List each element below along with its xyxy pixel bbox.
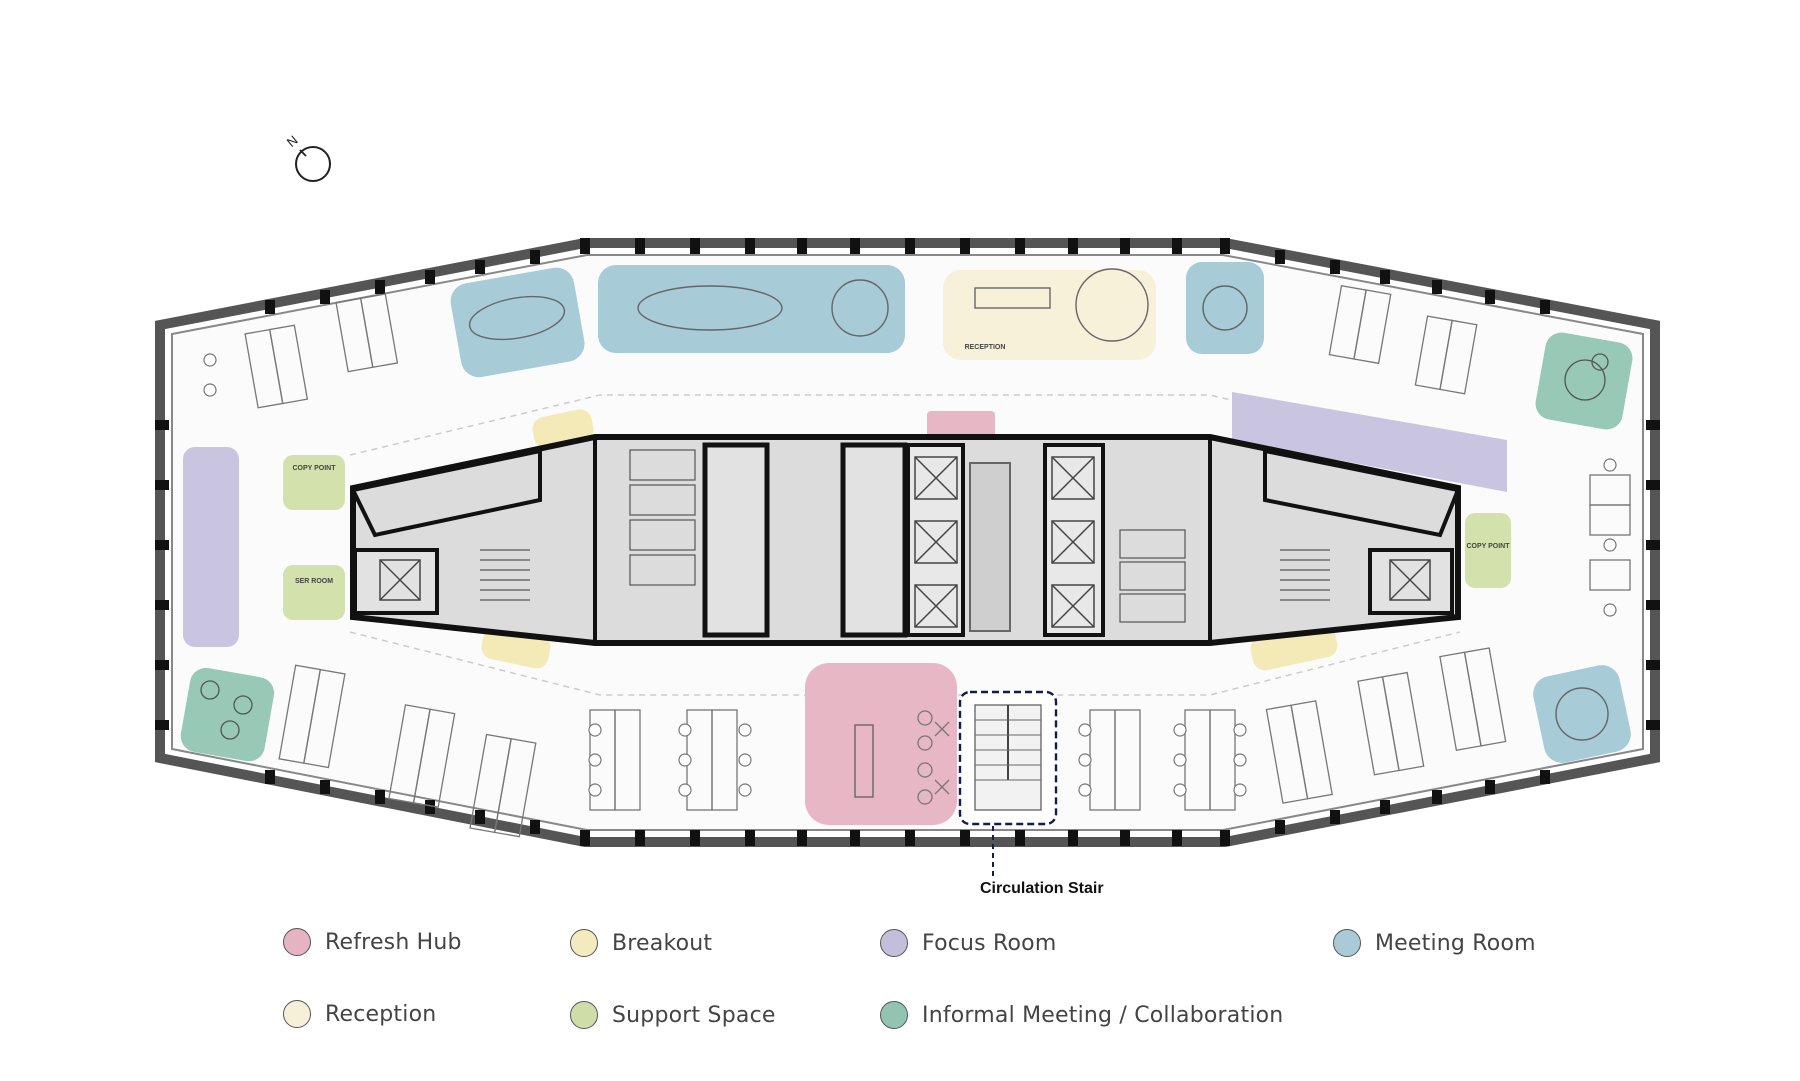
meeting-room-north-small bbox=[1186, 262, 1264, 354]
building-core bbox=[350, 434, 1461, 646]
reception-zone bbox=[943, 270, 1156, 360]
meeting-room-nw bbox=[450, 267, 585, 378]
informal-furniture bbox=[200, 353, 1609, 740]
informal-sw bbox=[180, 667, 275, 762]
chairs bbox=[203, 353, 1617, 797]
focus-room-east bbox=[1232, 392, 1507, 492]
meeting-tables bbox=[468, 268, 1609, 798]
focus-room-west bbox=[183, 447, 239, 647]
refresh-hub-small bbox=[927, 411, 995, 438]
desks bbox=[244, 284, 1631, 838]
circulation-stair-label: Circulation Stair bbox=[980, 880, 1104, 897]
copy-point-left-label: COPY POINT bbox=[292, 465, 336, 472]
ser-room-label: SER ROOM bbox=[295, 578, 333, 585]
meeting-room-se bbox=[1533, 665, 1631, 763]
copy-point-right-label: COPY POINT bbox=[1466, 543, 1510, 550]
circulation-stair bbox=[958, 690, 1058, 880]
refresh-hub bbox=[805, 663, 957, 825]
north-letter: N bbox=[284, 132, 301, 150]
ser-room bbox=[283, 565, 345, 620]
facade-columns bbox=[155, 238, 1660, 846]
reception-label: RECEPTION bbox=[965, 344, 1006, 351]
meeting-room-north-large bbox=[598, 265, 905, 353]
copy-point-right bbox=[1465, 513, 1511, 588]
informal-ne bbox=[1535, 332, 1633, 430]
copy-point-left bbox=[283, 455, 345, 510]
refresh-hub-furniture bbox=[917, 710, 950, 805]
north-arrow-icon: N bbox=[284, 132, 331, 182]
